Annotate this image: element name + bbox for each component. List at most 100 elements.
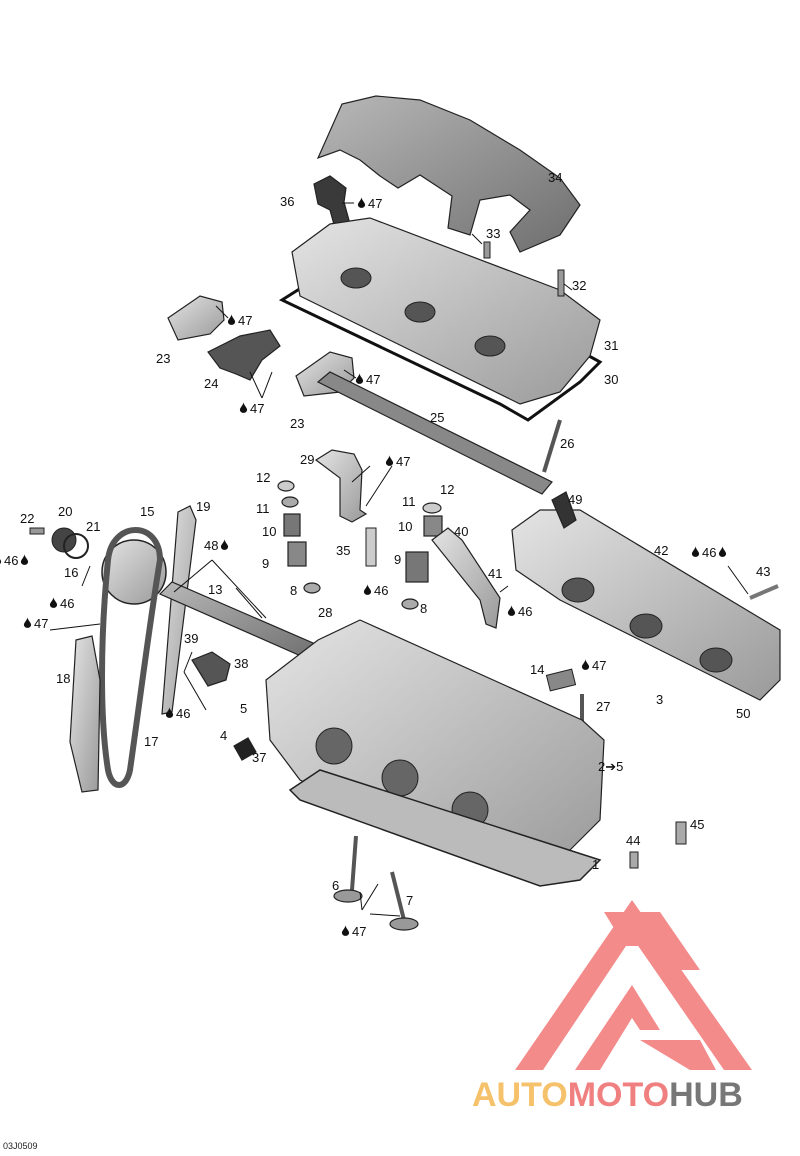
callout-c22: 22 bbox=[20, 511, 34, 526]
oil-drop-icon bbox=[20, 554, 29, 565]
callout-c12a: 12 bbox=[256, 470, 270, 485]
pin-part-45 bbox=[675, 821, 687, 845]
callout-c32: 32 bbox=[572, 278, 586, 293]
spark-plug-part bbox=[365, 527, 377, 567]
callout-c29: 29 bbox=[300, 452, 314, 467]
callout-c33: 33 bbox=[486, 226, 500, 241]
bolt-part-22 bbox=[29, 527, 45, 535]
oil-drop-icon bbox=[220, 539, 229, 550]
callout-c47c: 47 bbox=[250, 401, 264, 416]
callout-c18: 18 bbox=[56, 671, 70, 686]
engine-cover-part bbox=[316, 95, 581, 253]
callout-c25: 25 bbox=[430, 410, 444, 425]
cylinder-head-part bbox=[265, 619, 605, 871]
callout-c23b: 23 bbox=[290, 416, 304, 431]
callout-c13: 13 bbox=[208, 582, 222, 597]
oil-drop-icon bbox=[23, 617, 32, 628]
callout-c47e: 47 bbox=[396, 454, 410, 469]
oil-drop-icon bbox=[49, 597, 58, 608]
callout-c34: 34 bbox=[548, 170, 562, 185]
watermark-brand-text: AUTOMOTOHUB bbox=[472, 1076, 743, 1114]
bracket-part-40 bbox=[431, 527, 501, 629]
watermark-logo bbox=[515, 900, 752, 1070]
callout-c47f: 47 bbox=[34, 616, 48, 631]
bolt-part-32 bbox=[557, 269, 565, 297]
intake-manifold-part bbox=[511, 509, 781, 701]
bolt-part-43 bbox=[749, 584, 779, 600]
watermark-hub: HUB bbox=[669, 1076, 743, 1114]
callout-c3: 3 bbox=[656, 692, 663, 707]
callout-c46f: 46 bbox=[176, 706, 190, 721]
callout-c50: 50 bbox=[736, 706, 750, 721]
callout-c19: 19 bbox=[196, 499, 210, 514]
stud-part-26 bbox=[542, 419, 562, 473]
callout-c35: 35 bbox=[336, 543, 350, 558]
pin-part-44 bbox=[629, 851, 639, 869]
callout-c48: 48 bbox=[204, 538, 218, 553]
callout-c12b: 12 bbox=[440, 482, 454, 497]
callout-c43: 43 bbox=[756, 564, 770, 579]
head-gasket-part bbox=[288, 769, 602, 887]
callout-c31: 31 bbox=[604, 338, 618, 353]
valve-spring-stack-right bbox=[401, 502, 443, 610]
chain-guide-part-18 bbox=[69, 635, 101, 793]
oil-drop-icon bbox=[363, 584, 372, 595]
callout-c14: 14 bbox=[530, 662, 544, 677]
oil-drop-icon bbox=[385, 455, 394, 466]
callout-c6: 6 bbox=[332, 878, 339, 893]
callout-c46c: 46 bbox=[60, 596, 74, 611]
callout-c30: 30 bbox=[604, 372, 618, 387]
valve-spring-stack-left bbox=[277, 480, 321, 594]
spark-plug-tube-part bbox=[314, 449, 368, 523]
callout-c8a: 8 bbox=[290, 583, 297, 598]
oil-drop-icon bbox=[355, 373, 364, 384]
leader-lines bbox=[49, 202, 749, 917]
oil-drop-icon bbox=[357, 197, 366, 208]
oil-drop-icon bbox=[341, 925, 350, 936]
callout-c2to5: 2➔5 bbox=[598, 759, 623, 774]
sensor-part-49 bbox=[551, 491, 577, 529]
callout-c36: 36 bbox=[280, 194, 294, 209]
oil-drop-icon bbox=[239, 402, 248, 413]
callout-c10a: 10 bbox=[262, 524, 276, 539]
sprocket-part bbox=[101, 539, 167, 605]
callout-c47d: 47 bbox=[366, 372, 380, 387]
callout-c46b: 46 bbox=[4, 553, 18, 568]
callout-c8b: 8 bbox=[420, 601, 427, 616]
oil-drop-icon bbox=[691, 546, 700, 557]
rocker-shaft-part bbox=[316, 371, 553, 495]
callout-c11b: 11 bbox=[402, 494, 416, 509]
sensor-part-38 bbox=[191, 651, 231, 687]
oil-drop-icon bbox=[507, 605, 516, 616]
callout-c9a: 9 bbox=[262, 556, 269, 571]
callout-c47h: 47 bbox=[352, 924, 366, 939]
callout-c10b: 10 bbox=[398, 519, 412, 534]
timing-chain-part bbox=[99, 527, 164, 788]
callout-c27: 27 bbox=[596, 699, 610, 714]
valves-part bbox=[333, 835, 419, 931]
callout-c45: 45 bbox=[690, 817, 704, 832]
oil-drop-icon bbox=[0, 554, 2, 565]
rocker-arm-part-24 bbox=[207, 329, 281, 381]
bolt-part-33 bbox=[483, 241, 491, 259]
valve-cover-part bbox=[291, 217, 601, 405]
sensor-part-37 bbox=[233, 737, 257, 761]
watermark-moto: MOTO bbox=[568, 1076, 669, 1114]
plate-part-14 bbox=[545, 668, 577, 692]
oil-drop-icon bbox=[581, 659, 590, 670]
callout-c28: 28 bbox=[318, 605, 332, 620]
callout-c15: 15 bbox=[140, 504, 154, 519]
callout-c38: 38 bbox=[234, 656, 248, 671]
tensioner-part-20 bbox=[51, 527, 77, 553]
callout-c49: 49 bbox=[568, 492, 582, 507]
oil-drop-icon bbox=[718, 546, 727, 557]
valve-cover-holes bbox=[340, 267, 506, 357]
callout-c20: 20 bbox=[58, 504, 72, 519]
o-ring-part-21 bbox=[63, 533, 89, 559]
callout-c1: 1 bbox=[592, 857, 599, 872]
callout-c24: 24 bbox=[204, 376, 218, 391]
callout-c16: 16 bbox=[64, 565, 78, 580]
callout-c37: 37 bbox=[252, 750, 266, 765]
callout-c23a: 23 bbox=[156, 351, 170, 366]
